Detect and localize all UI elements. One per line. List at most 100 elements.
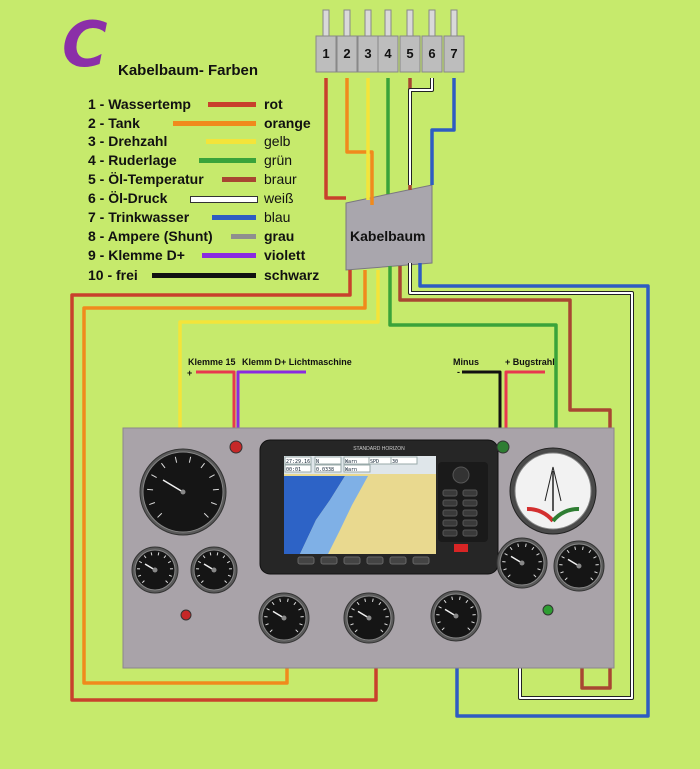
screen-cell: 00:01 xyxy=(286,467,301,473)
plotter-key[interactable] xyxy=(442,529,458,537)
legend-swatch xyxy=(206,139,256,144)
label-minus-sign: - xyxy=(457,367,460,377)
green-lamp-bottom xyxy=(542,604,554,616)
plotter-brand: STANDARD HORIZON xyxy=(353,446,405,452)
legend-swatch xyxy=(190,196,258,203)
connector-block xyxy=(315,9,465,73)
plotter-key[interactable] xyxy=(442,519,458,527)
gauge-bottom-2 xyxy=(343,592,395,644)
legend-color-name: weiß xyxy=(264,190,294,206)
pin-housing xyxy=(443,35,465,73)
pin-housing xyxy=(315,35,337,73)
screen-cell: 30 xyxy=(392,459,398,465)
wire-minus xyxy=(462,370,502,440)
screen-cell: 0.0338 xyxy=(316,467,334,473)
plotter-softkey[interactable] xyxy=(389,556,407,565)
pin-number: 5 xyxy=(406,46,413,61)
gauge-bottom-1 xyxy=(258,592,310,644)
pin-housing xyxy=(399,35,421,73)
legend-color-name: grau xyxy=(264,228,295,244)
wire-2-orange-out xyxy=(82,270,367,685)
wire-6-white xyxy=(409,78,433,185)
legend-swatch xyxy=(202,253,256,258)
wire-1-red xyxy=(324,78,346,200)
legend-color-name: grün xyxy=(264,152,293,168)
wire-6-white-outline xyxy=(408,78,434,185)
small-gauge-left-2 xyxy=(190,546,238,594)
legend-color-name: gelb xyxy=(264,133,291,149)
plotter-softkey[interactable] xyxy=(297,556,315,565)
diagram-letter: C xyxy=(62,8,107,81)
plotter-key[interactable] xyxy=(462,529,478,537)
rudder-angle-gauge xyxy=(509,447,597,535)
plotter-key[interactable] xyxy=(442,509,458,517)
pin-terminal xyxy=(428,9,436,39)
label-klemme15-sign: + xyxy=(187,368,193,378)
legend-swatch xyxy=(152,273,256,278)
legend-color-name: schwarz xyxy=(264,267,320,283)
small-gauge-right-2 xyxy=(553,540,605,592)
red-lamp-left xyxy=(229,440,243,454)
pin-terminal xyxy=(322,9,330,39)
plotter-softkey[interactable] xyxy=(320,556,338,565)
pin-housing xyxy=(377,35,399,73)
legend-row: 4 - Ruderlage grün xyxy=(88,152,358,170)
screen-cell: 27:29.16 xyxy=(286,459,310,465)
pin-terminal xyxy=(384,9,392,39)
legend-label: 9 - Klemme D+ xyxy=(88,247,185,263)
legend-label: 6 - Öl-Druck xyxy=(88,190,168,206)
wire-7-blue-out xyxy=(418,263,650,718)
plotter-softkey[interactable] xyxy=(412,556,430,565)
legend-row: 8 - Ampere (Shunt) grau xyxy=(88,228,358,246)
legend-swatch xyxy=(212,215,256,220)
pin-housing xyxy=(336,35,358,73)
screen-cell: N xyxy=(316,459,319,465)
legend-swatch xyxy=(231,234,256,239)
wire-7-blue xyxy=(430,78,456,185)
pin-terminal xyxy=(406,9,414,39)
wire-klemme15 xyxy=(196,370,236,440)
pin-number: 2 xyxy=(343,46,350,61)
plotter-key[interactable] xyxy=(462,499,478,507)
legend-label: 8 - Ampere (Shunt) xyxy=(88,228,213,244)
screen-cell: Warn xyxy=(345,467,357,473)
plotter-softkey[interactable] xyxy=(343,556,361,565)
pin-housing xyxy=(421,35,443,73)
legend-label: 2 - Tank xyxy=(88,115,140,131)
diagram-title: Kabelbaum- Farben xyxy=(118,62,259,79)
plotter-key[interactable] xyxy=(462,519,478,527)
legend-label: 3 - Drehzahl xyxy=(88,133,168,149)
wire-2-orange xyxy=(345,78,374,205)
legend-row: 6 - Öl-Druck weiß xyxy=(88,190,358,208)
screen-cell: SPD xyxy=(370,459,379,465)
legend-label: 4 - Ruderlage xyxy=(88,152,177,168)
pin-number: 1 xyxy=(322,46,329,61)
legend-color-name: braur xyxy=(264,171,297,187)
wire-4-green-out xyxy=(388,266,558,445)
plotter-key[interactable] xyxy=(462,509,478,517)
legend-color-name: orange xyxy=(264,115,311,131)
plotter-key[interactable] xyxy=(462,489,478,497)
plotter-softkey[interactable] xyxy=(366,556,384,565)
tachometer-gauge xyxy=(139,448,227,536)
pin-number: 3 xyxy=(364,46,371,61)
legend-swatch xyxy=(208,102,256,107)
harness-box xyxy=(345,184,433,271)
gauge-bottom-3 xyxy=(430,590,482,642)
plotter-key[interactable] xyxy=(442,499,458,507)
pin-number: 7 xyxy=(450,46,457,61)
legend-color-name: violett xyxy=(264,247,306,263)
legend-color-name: blau xyxy=(264,209,291,225)
red-lamp-bottom xyxy=(180,609,192,621)
plotter-key[interactable] xyxy=(442,489,458,497)
pin-terminal xyxy=(364,9,372,39)
green-lamp-top xyxy=(496,440,510,454)
legend-swatch xyxy=(222,177,256,182)
